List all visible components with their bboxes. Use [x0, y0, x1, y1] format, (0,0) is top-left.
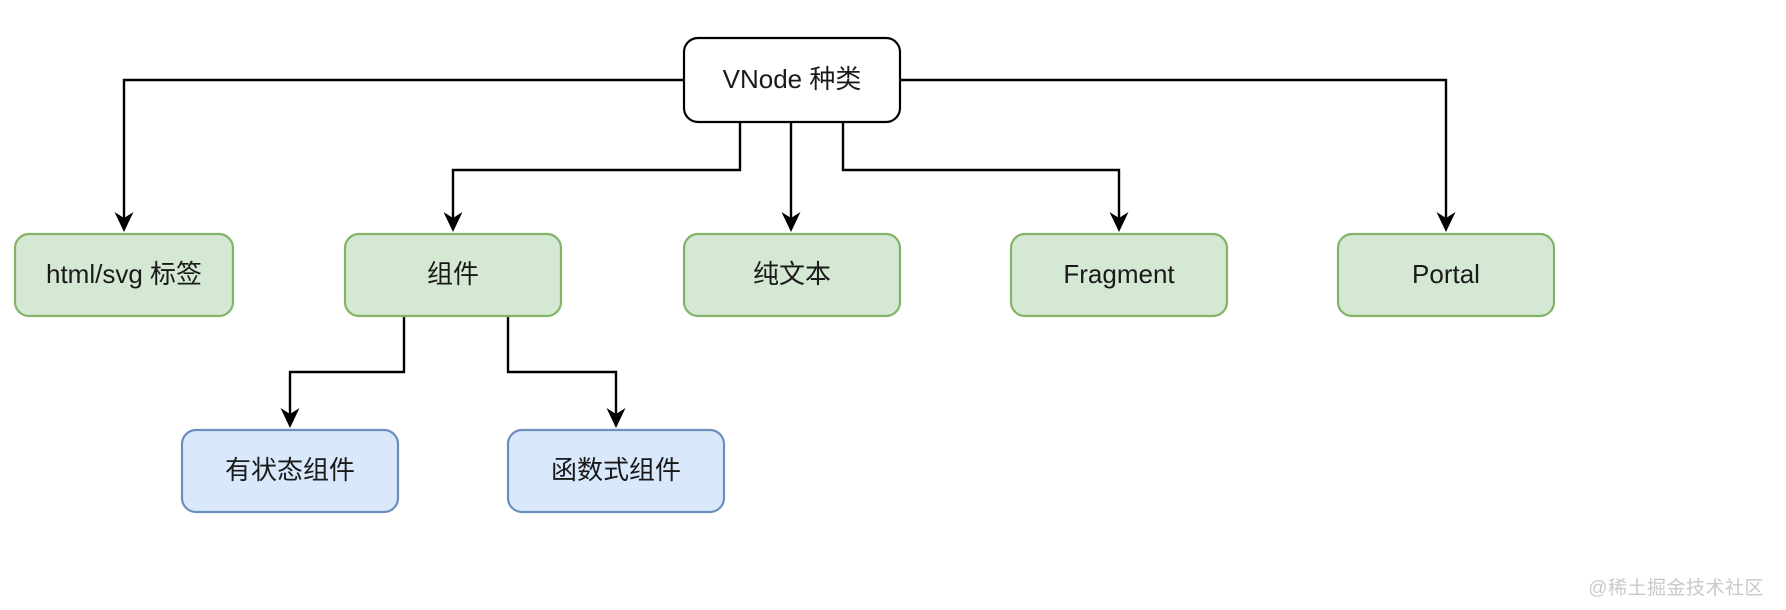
arrow-head-icon — [280, 408, 300, 428]
node-box-functional-component[interactable] — [506, 428, 726, 514]
arrow-head-icon — [1436, 212, 1456, 232]
edge-root-plain-text — [781, 122, 801, 232]
arrow-head-icon — [606, 408, 626, 428]
watermark-label: @稀土掘金技术社区 — [1588, 578, 1764, 599]
arrow-head-icon — [1109, 212, 1129, 232]
node-component[interactable]: 组件 — [343, 232, 563, 318]
arrow-head-icon — [781, 212, 801, 232]
edge-line — [451, 122, 742, 222]
edge-line — [506, 316, 618, 418]
node-portal[interactable]: Portal — [1336, 232, 1556, 318]
node-box-plain-text[interactable] — [682, 232, 902, 318]
edge-line — [900, 78, 1448, 222]
node-stateful-component[interactable]: 有状态组件 — [180, 428, 400, 514]
node-box-root[interactable] — [682, 36, 902, 124]
node-box-fragment[interactable] — [1009, 232, 1229, 318]
edge-line — [841, 122, 1121, 222]
edge-line — [288, 316, 406, 418]
edge-component-stateful — [280, 316, 406, 428]
node-plain-text[interactable]: 纯文本 — [682, 232, 902, 318]
edge-component-functional — [506, 316, 626, 428]
arrow-head-icon — [443, 212, 463, 232]
node-root[interactable]: VNode 种类 — [682, 36, 902, 124]
arrow-head-icon — [114, 212, 134, 232]
nodes-layer: VNode 种类 html/svg 标签 组件 纯文本 Fragment Portal 有状… — [13, 36, 1556, 514]
edge-root-html-svg-tag — [114, 78, 684, 232]
node-box-stateful-component[interactable] — [180, 428, 400, 514]
edge-root-fragment — [841, 122, 1129, 232]
node-box-portal[interactable] — [1336, 232, 1556, 318]
node-html-svg-tag[interactable]: html/svg 标签 — [13, 232, 235, 318]
node-functional-component[interactable]: 函数式组件 — [506, 428, 726, 514]
edge-root-portal — [900, 78, 1456, 232]
node-box-html-svg-tag[interactable] — [13, 232, 235, 318]
edge-root-component — [443, 122, 742, 232]
node-fragment[interactable]: Fragment — [1009, 232, 1229, 318]
edges-layer — [114, 78, 1456, 428]
node-box-component[interactable] — [343, 232, 563, 318]
edge-line — [122, 78, 684, 222]
